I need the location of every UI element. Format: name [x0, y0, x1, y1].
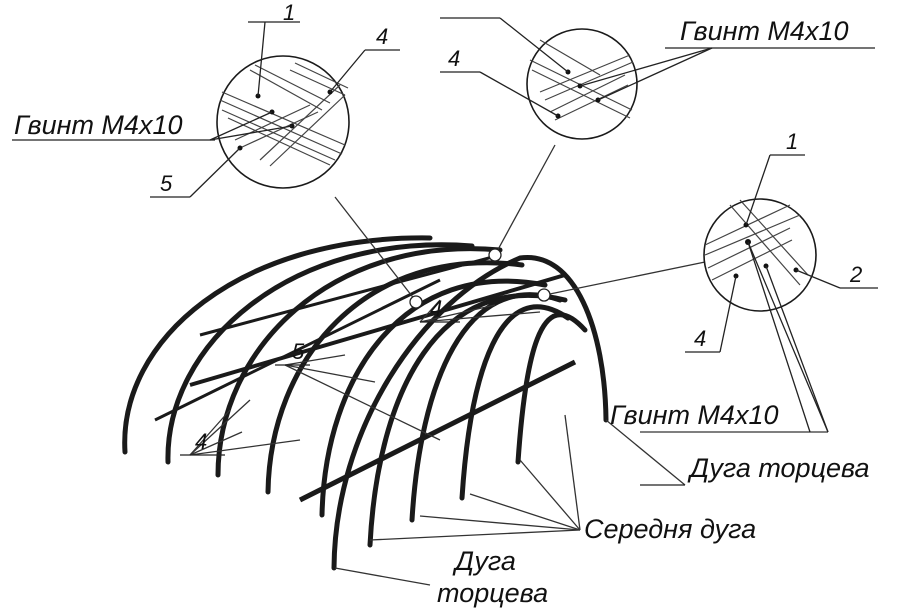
beam-ridge	[189, 273, 566, 387]
longitudinal-beams	[154, 253, 577, 503]
label-screw-right: Гвинт М4x10	[610, 400, 779, 430]
beam-left	[154, 278, 441, 422]
detail-circle-center	[526, 28, 638, 140]
label-1-left: 1	[283, 0, 296, 25]
middle-arc-7	[459, 304, 571, 501]
frame-arcs	[122, 235, 609, 571]
end-arc-rear	[122, 235, 433, 455]
label-4-center-circle: 4	[448, 46, 461, 71]
leader-lines	[189, 144, 828, 586]
label-4-right-circle: 4	[694, 326, 707, 351]
middle-arc-8	[515, 312, 588, 465]
label-4-left-circle: 4	[376, 24, 389, 49]
middle-arc-6	[409, 292, 563, 523]
label-4-ridge: 4	[430, 296, 443, 321]
middle-arc-4	[319, 278, 548, 518]
label-2-right: 2	[850, 262, 863, 287]
label-end-arc-bottom-line1: Дуга	[455, 546, 516, 576]
beam-upper	[199, 253, 501, 337]
middle-arc-1	[165, 242, 475, 465]
label-end-arc-bottom-line2: торцева	[437, 578, 549, 608]
detail-circle-left	[216, 55, 350, 189]
label-1-right: 1	[786, 129, 799, 154]
end-arc-front	[331, 255, 609, 571]
label-5-left-circle: 5	[160, 171, 173, 196]
label-screw-top: Гвинт М4x10	[680, 16, 849, 46]
label-end-arc-right: Дуга торцева	[690, 453, 870, 483]
beam-lower	[298, 359, 577, 503]
detail-circle-right	[703, 198, 817, 312]
label-4-lower: 4	[195, 429, 208, 454]
label-5-arch: 5	[292, 339, 305, 364]
label-middle-arc: Середня дуга	[584, 514, 757, 544]
attachment-nodes	[409, 248, 551, 309]
annotation-leaders	[12, 17, 878, 486]
label-screw-left: Гвинт М4x10	[14, 110, 183, 140]
